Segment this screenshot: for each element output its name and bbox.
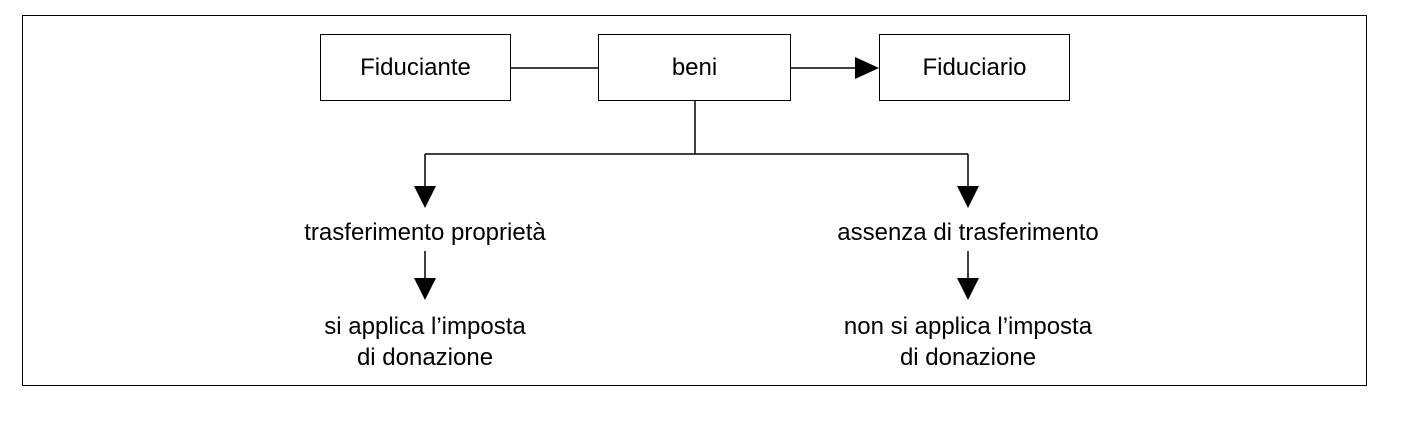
diagram-frame — [22, 15, 1367, 386]
right-outcome-line-1: non si applica l’imposta — [843, 313, 1093, 340]
fiduciario-label: Fiduciario — [922, 53, 1027, 81]
left-branch-arrow-head — [414, 186, 436, 208]
fiduciario-box: Fiduciario — [879, 34, 1070, 101]
fiduciante-label: Fiduciante — [360, 53, 471, 81]
left-outcome-label: si applica l’imposta di donazione — [225, 311, 625, 373]
left-condition-label: trasferimento proprietà — [304, 219, 546, 246]
beni-label: beni — [671, 53, 718, 81]
right-condition-label: assenza di trasferimento — [837, 219, 1099, 246]
right-outcome-label: non si applica l’imposta di donazione — [768, 311, 1168, 373]
left-outcome-arrow-head — [414, 278, 436, 300]
left-outcome-line-2: di donazione — [356, 344, 494, 371]
left-outcome-line-1: si applica l’imposta — [324, 313, 526, 340]
right-branch-arrow-head — [957, 186, 979, 208]
right-outcome-line-2: di donazione — [899, 344, 1037, 371]
fiduciante-box: Fiduciante — [320, 34, 511, 101]
beni-box: beni — [598, 34, 791, 101]
fiduciario-arrow-head — [855, 57, 879, 79]
right-outcome-arrow-head — [957, 278, 979, 300]
